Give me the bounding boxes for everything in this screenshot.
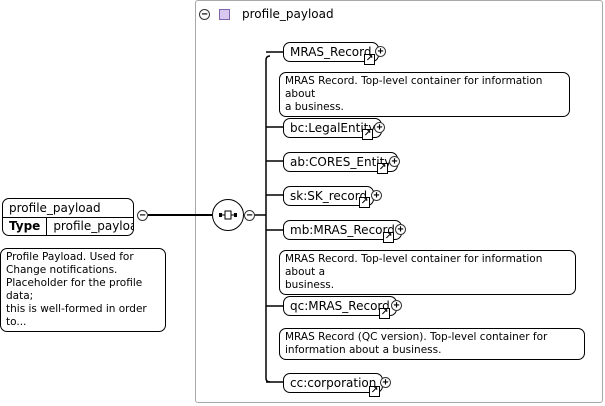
- note-line: a business.: [285, 101, 344, 113]
- expand-bc-legalentity-button[interactable]: +: [374, 122, 385, 133]
- reference-arrow-icon: ↗: [379, 308, 390, 319]
- root-annotation: Profile Payload. Used for Change notific…: [0, 248, 166, 332]
- root-element-name: profile_payload: [9, 201, 101, 215]
- note-line: MRAS Record (QC version). Top-level cont…: [285, 331, 548, 343]
- element-ab-cores-entity[interactable]: ab:CORES_Entity: [283, 152, 399, 172]
- expand-sk-sk-record-button[interactable]: +: [371, 190, 382, 201]
- expand-ab-cores-entity-button[interactable]: +: [389, 156, 400, 167]
- reference-arrow-icon: ↗: [377, 163, 388, 174]
- sequence-icon: [219, 210, 237, 220]
- reference-arrow-icon: ↗: [383, 232, 394, 243]
- expand-qc-mras-record-button[interactable]: +: [391, 300, 402, 311]
- root-note-line: Profile Payload. Used for: [6, 251, 134, 263]
- root-type-value: profile_payload: [53, 219, 133, 233]
- mras-record-annotation: MRAS Record. Top-level container for inf…: [279, 72, 570, 117]
- element-sk-sk-record[interactable]: sk:SK_record: [283, 186, 375, 206]
- element-bc-legalentity[interactable]: bc:LegalEntity: [283, 118, 383, 138]
- element-cc-corporation[interactable]: cc:corporation: [283, 373, 384, 393]
- root-note-line: Placeholder for the profile data;: [6, 277, 143, 302]
- root-element[interactable]: profile_payload Type profile_payload: [2, 198, 134, 236]
- qc-mras-record-annotation: MRAS Record (QC version). Top-level cont…: [279, 328, 585, 360]
- reference-arrow-icon: ↗: [359, 197, 370, 208]
- expand-cc-corporation-button[interactable]: +: [380, 377, 391, 388]
- root-type-row: Type profile_payload: [3, 217, 133, 235]
- reference-arrow-icon: ↗: [364, 54, 375, 65]
- element-qc-mras-record[interactable]: qc:MRAS_Record: [283, 296, 397, 316]
- collapse-type-button[interactable]: −: [199, 9, 210, 20]
- expand-mras-record-button[interactable]: +: [375, 46, 386, 57]
- note-line: business.: [285, 279, 335, 291]
- mb-mras-record-annotation: MRAS Record. Top-level container for inf…: [279, 250, 576, 295]
- note-line: MRAS Record. Top-level container for inf…: [285, 75, 543, 100]
- collapse-sequence-button[interactable]: −: [244, 210, 255, 221]
- element-mb-mras-record[interactable]: mb:MRAS_Record: [283, 220, 402, 240]
- root-note-line: this is well-formed in order to...: [6, 303, 147, 328]
- reference-arrow-icon: ↗: [369, 386, 380, 397]
- sequence-compositor[interactable]: [212, 199, 244, 231]
- type-panel-title: profile_payload: [242, 7, 334, 21]
- note-line: MRAS Record. Top-level container for inf…: [285, 253, 543, 278]
- expand-mb-mras-record-button[interactable]: +: [395, 224, 406, 235]
- note-line: information about a business.: [285, 344, 442, 356]
- complex-type-icon: [219, 9, 230, 20]
- root-note-line: Change notifications.: [6, 264, 118, 276]
- collapse-root-button[interactable]: −: [137, 210, 148, 221]
- root-type-label: Type: [3, 218, 48, 235]
- reference-arrow-icon: ↗: [362, 129, 373, 140]
